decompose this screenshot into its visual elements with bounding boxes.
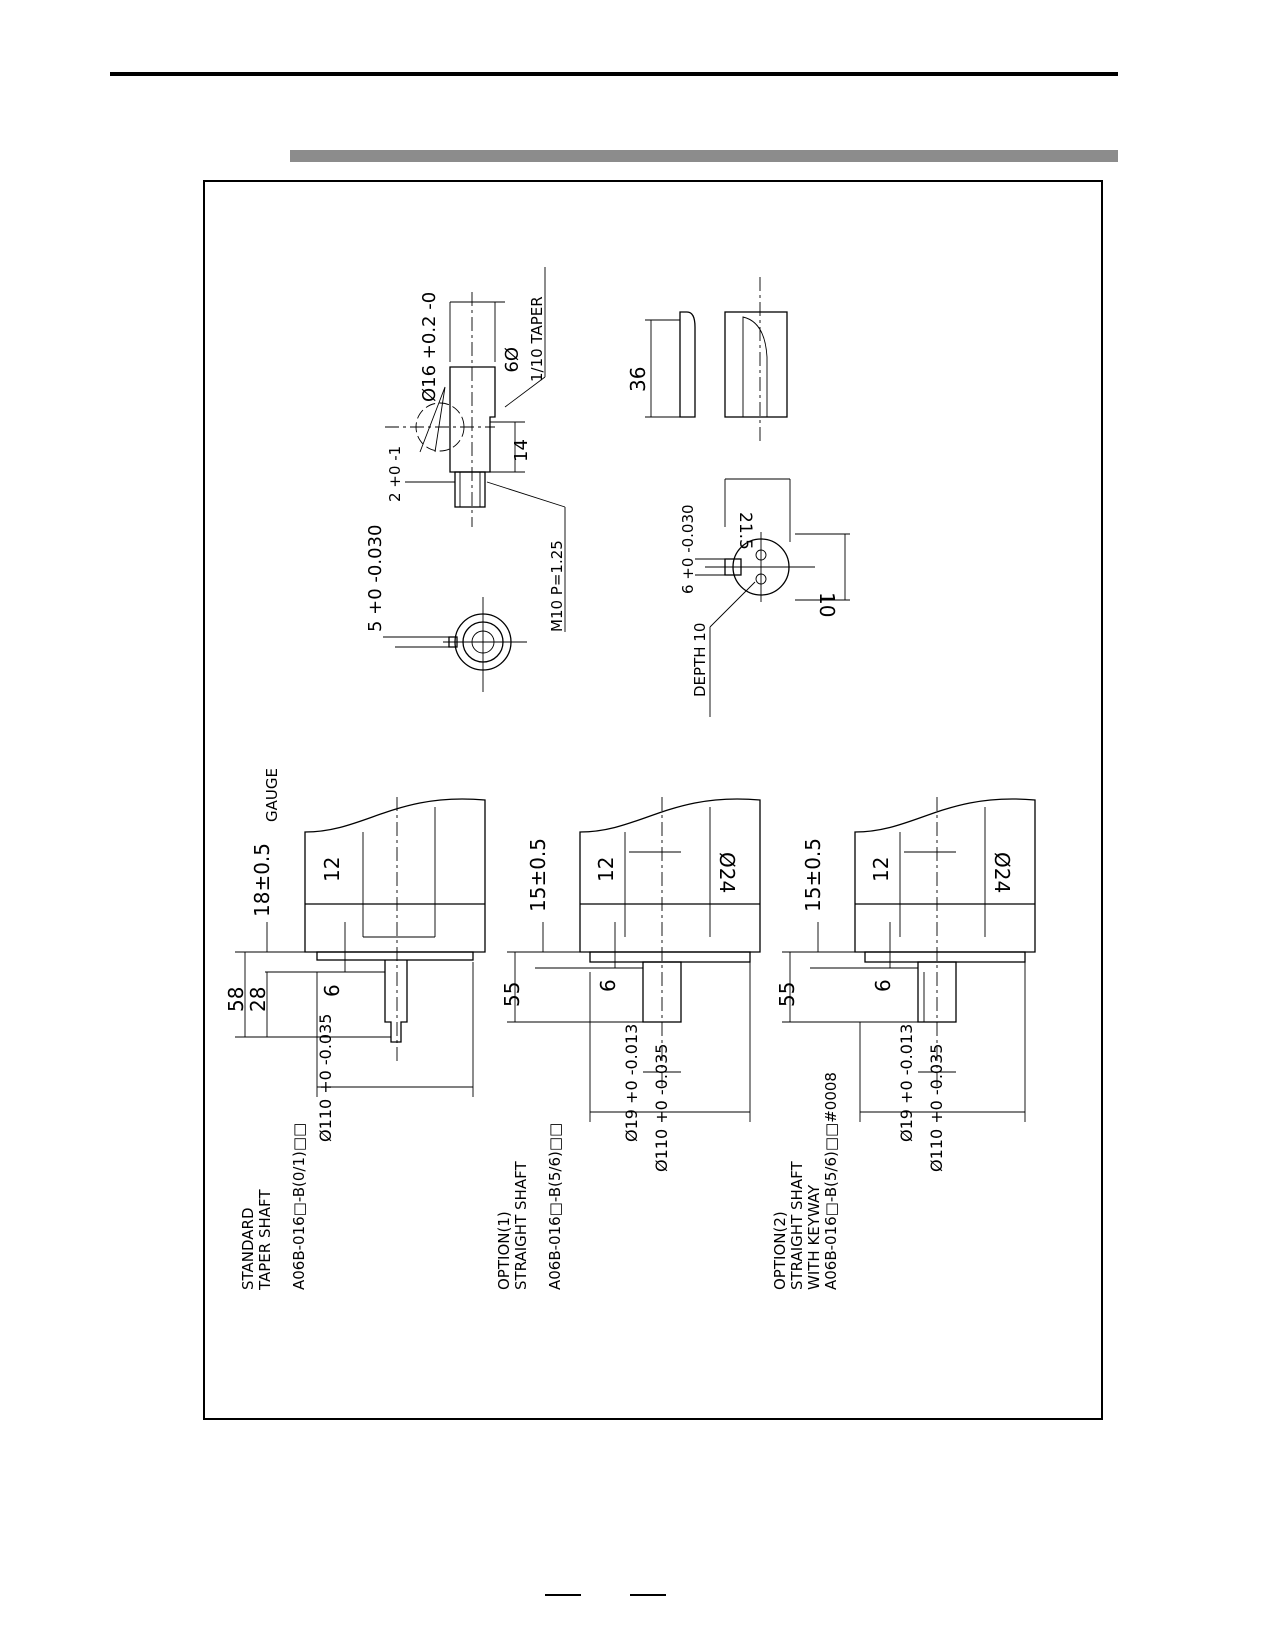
keyway-depth: DEPTH 10 xyxy=(691,623,709,697)
option1-shaft-view: OPTION(1) STRAIGHT SHAFT A06B-016□-B(5/6… xyxy=(495,797,761,1290)
footer-mark-left xyxy=(545,1594,581,1596)
option2-distance: 15±0.5 xyxy=(801,838,825,912)
standard-part-no: A06B-016□-B(0/1)□□ xyxy=(290,1123,308,1290)
option1-dim-dia19: Ø19 +0 -0.013 xyxy=(622,1024,641,1142)
standard-title-2: TAPER SHAFT xyxy=(256,1189,274,1291)
option1-dim-12: 12 xyxy=(594,857,618,882)
keyway-dim-21-5: 21.5 xyxy=(735,512,755,550)
footer-mark-right xyxy=(630,1594,666,1596)
standard-dim-28: 28 xyxy=(246,987,270,1012)
standard-shaft xyxy=(384,960,408,1043)
option2-title-1: OPTION(2) xyxy=(771,1211,789,1290)
option2-dim-dia24: Ø24 xyxy=(990,852,1014,893)
taper-thread xyxy=(454,471,486,508)
standard-dim-6: 6 xyxy=(320,984,344,997)
taper-key-circle xyxy=(415,402,465,452)
option1-distance: 15±0.5 xyxy=(526,838,550,912)
taper-shaft-side xyxy=(449,366,496,473)
option1-dim-55: 55 xyxy=(500,982,524,1007)
taper-dia16: Ø16 +0.2 -0 xyxy=(419,292,440,402)
page-top-rule xyxy=(110,72,1118,76)
keyway-dim-10: 10 xyxy=(815,592,839,617)
option2-part-no: A06B-016□-B(5/6)□□#0008 xyxy=(822,1072,840,1290)
option2-body-outline xyxy=(854,798,1036,953)
taper-dim-14: 14 xyxy=(511,439,532,462)
taper-thread-spec: M10 P=1.25 xyxy=(548,540,566,632)
option1-dim-dia24: Ø24 xyxy=(715,852,739,893)
option1-dim-dia110: Ø110 +0 -0.035 xyxy=(652,1044,671,1172)
option1-body-outline xyxy=(579,798,761,953)
key-detail: 36 21.5 6 +0 -0.030 DEPTH 10 10 xyxy=(626,277,850,717)
shaft-drawing: STANDARD TAPER SHAFT A06B-016□-B(0/1)□□ … xyxy=(224,267,1036,1291)
standard-gauge-distance: 18±0.5 xyxy=(250,843,274,917)
option1-title-1: OPTION(1) xyxy=(495,1211,513,1290)
option2-dim-12: 12 xyxy=(869,857,893,882)
standard-dim-dia110: Ø110 +0 -0.035 xyxy=(316,1014,335,1142)
taper-label: 1/10 TAPER xyxy=(528,296,546,382)
standard-dim-58: 58 xyxy=(224,987,248,1012)
standard-gauge-label: GAUGE xyxy=(263,768,281,822)
keyway-hatch xyxy=(742,316,768,418)
standard-dim-12: 12 xyxy=(320,857,344,882)
option2-dim-55: 55 xyxy=(775,982,799,1007)
option2-title-3: WITH KEYWAY xyxy=(805,1184,823,1290)
keyway-width: 6 +0 -0.030 xyxy=(679,504,697,594)
option2-dim-6: 6 xyxy=(871,979,895,992)
taper-dia9: Ø9 xyxy=(500,347,521,373)
key-side-view xyxy=(679,311,696,418)
option2-flange xyxy=(864,951,1026,963)
taper-key-width: 5 +0 -0.030 xyxy=(365,525,386,632)
standard-title-1: STANDARD xyxy=(239,1207,257,1290)
option2-title-2: STRAIGHT SHAFT xyxy=(788,1161,806,1290)
option1-title-2: STRAIGHT SHAFT xyxy=(512,1161,530,1290)
key-dim-36: 36 xyxy=(626,367,650,392)
standard-body-outline xyxy=(304,798,486,953)
option2-dim-dia19: Ø19 +0 -0.013 xyxy=(897,1024,916,1142)
option1-flange xyxy=(589,951,751,963)
section-header-bar xyxy=(290,150,1118,162)
taper-dim-2: 2 +0 -1 xyxy=(386,446,404,502)
taper-shaft-detail: 5 +0 -0.030 Ø16 +0.2 -0 1/10 TAPER Ø9 14… xyxy=(365,267,566,692)
option1-part-no: A06B-016□-B(5/6)□□ xyxy=(546,1123,564,1290)
keyway-section xyxy=(724,311,788,418)
option2-shaft-view: OPTION(2) STRAIGHT SHAFT WITH KEYWAY A06… xyxy=(771,797,1036,1290)
standard-flange xyxy=(316,951,474,961)
drawing-frame: STANDARD TAPER SHAFT A06B-016□-B(0/1)□□ … xyxy=(203,180,1103,1420)
standard-shaft-view: STANDARD TAPER SHAFT A06B-016□-B(0/1)□□ … xyxy=(224,768,486,1291)
option1-dim-6: 6 xyxy=(596,979,620,992)
option2-dim-dia110: Ø110 +0 -0.035 xyxy=(927,1044,946,1172)
